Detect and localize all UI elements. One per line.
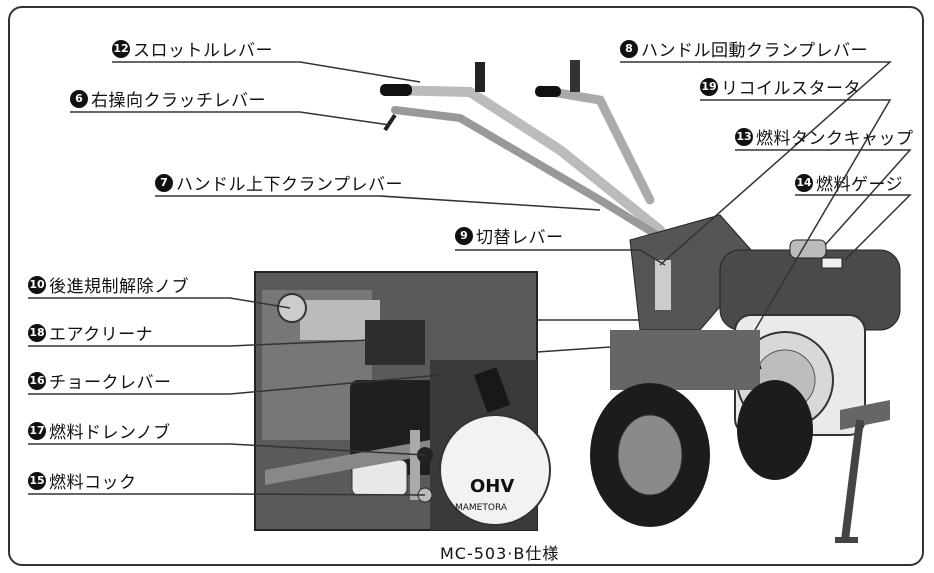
label-text: エアクリーナ: [49, 325, 154, 345]
label-throttle-lever: 12 スロットルレバー: [112, 36, 273, 61]
callout-number: 18: [28, 323, 46, 342]
callout-number: 14: [795, 173, 813, 192]
label-fuel-drain-knob: 17 燃料ドレンノブ: [28, 418, 171, 443]
label-air-cleaner: 18 エアクリーナ: [28, 320, 153, 345]
label-reverse-lock-release-knob: 10 後進規制解除ノブ: [28, 272, 189, 297]
callout-number: 13: [735, 127, 753, 146]
callout-number: 16: [28, 371, 46, 390]
label-switch-lever: 9 切替レバー: [455, 223, 564, 248]
label-text: ハンドル回動クランプレバー: [641, 41, 868, 61]
label-right-steering-clutch-lever: 6 右操向クラッチレバー: [70, 86, 266, 111]
label-recoil-starter: 19 リコイルスタータ: [700, 74, 861, 99]
callout-number: 17: [28, 421, 46, 440]
label-handle-rotation-clamp-lever: 8 ハンドル回動クランプレバー: [620, 36, 868, 61]
callout-number: 10: [28, 275, 46, 294]
label-handle-height-clamp-lever: 7 ハンドル上下クランプレバー: [155, 170, 403, 195]
inset-closeup: OHV MAMETORA: [254, 271, 551, 531]
label-text: ハンドル上下クランプレバー: [176, 175, 403, 195]
label-text: 燃料ドレンノブ: [49, 423, 171, 443]
label-fuel-cock: 15 燃料コック: [28, 468, 137, 493]
engine-brand: MAMETORA: [455, 503, 508, 513]
tiller-machine: [380, 60, 901, 543]
engine-badge: OHV: [470, 476, 514, 497]
callout-number: 12: [112, 39, 130, 58]
label-text: チョークレバー: [49, 373, 172, 393]
label-text: 後進規制解除ノブ: [49, 277, 189, 297]
label-text: リコイルスタータ: [721, 79, 861, 99]
label-fuel-tank-cap: 13 燃料タンクキャップ: [735, 124, 914, 149]
callout-number: 15: [28, 471, 46, 490]
leader-lines: [28, 61, 912, 496]
label-choke-lever: 16 チョークレバー: [28, 368, 172, 393]
label-text: 燃料タンクキャップ: [756, 129, 914, 149]
label-text: 切替レバー: [476, 228, 564, 248]
callout-number: 8: [620, 39, 638, 58]
model-caption: MC-503·B仕様: [440, 544, 560, 563]
label-text: 右操向クラッチレバー: [91, 91, 266, 111]
label-text: 燃料コック: [49, 473, 137, 493]
callout-number: 9: [455, 226, 473, 245]
callout-number: 19: [700, 77, 718, 96]
label-fuel-gauge: 14 燃料ゲージ: [795, 170, 903, 195]
label-text: 燃料ゲージ: [816, 175, 904, 195]
label-text: スロットルレバー: [133, 41, 273, 61]
callout-number: 6: [70, 89, 88, 108]
callout-number: 7: [155, 173, 173, 192]
